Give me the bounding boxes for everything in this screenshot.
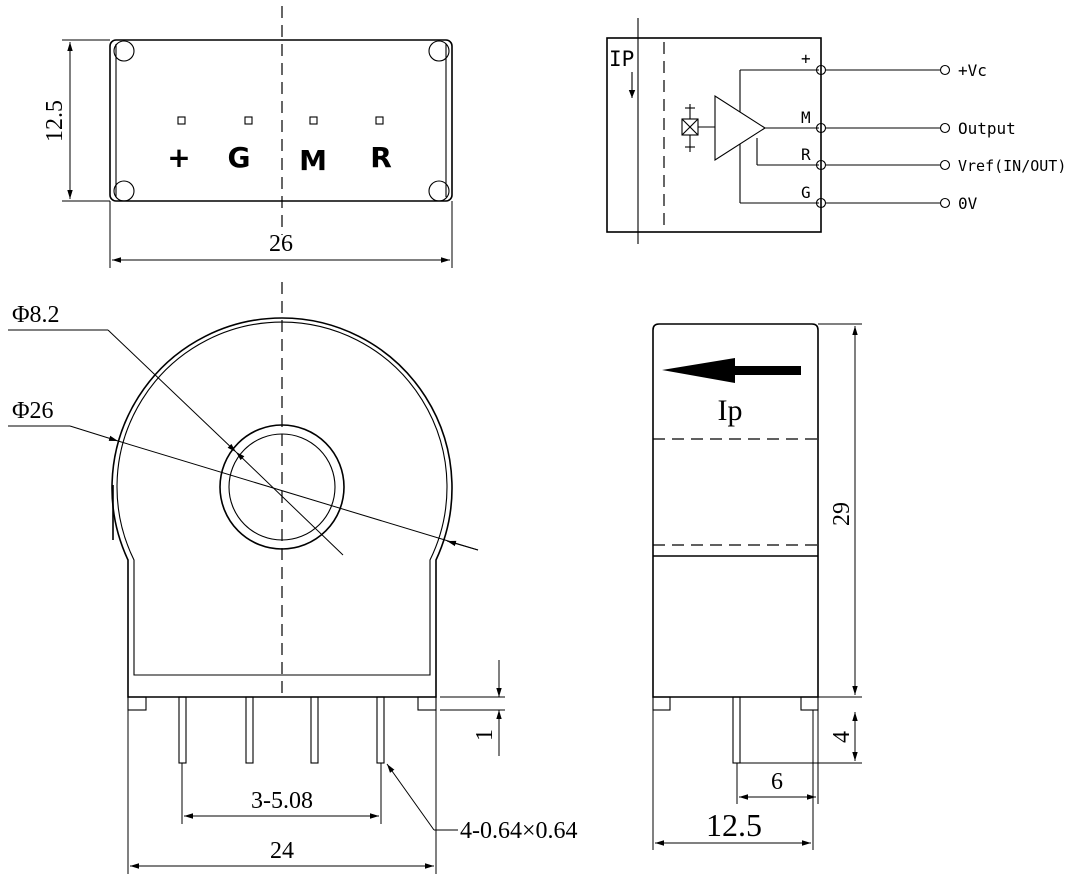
mount-hole-icon bbox=[113, 40, 135, 62]
mount-hole-icon bbox=[428, 180, 450, 202]
vc-label: +Vc bbox=[958, 61, 987, 80]
dim-side-width: 12.5 bbox=[706, 807, 762, 843]
front-view-outline bbox=[111, 317, 453, 698]
output-label: Output bbox=[958, 119, 1016, 138]
dim-standoff: 1 bbox=[472, 729, 498, 741]
output-terminal-icon bbox=[939, 64, 951, 76]
output-terminal-icon bbox=[939, 122, 951, 134]
pin-r bbox=[376, 696, 385, 764]
vref-label: Vref(IN/OUT) bbox=[958, 157, 1066, 175]
current-label: Ip bbox=[718, 394, 743, 427]
dim-front-width: 24 bbox=[270, 838, 294, 864]
side-view: Ip 29 4 6 12.5 bbox=[652, 323, 862, 850]
pin-plus-label: + bbox=[801, 49, 811, 68]
terminal-icon bbox=[815, 64, 827, 76]
pin-label-r: R bbox=[370, 141, 392, 174]
schematic-box bbox=[606, 37, 822, 233]
side-pin bbox=[732, 696, 741, 764]
pin-label-g: G bbox=[228, 141, 251, 174]
output-terminal-icon bbox=[939, 159, 951, 171]
output-terminal-icon bbox=[939, 197, 951, 209]
side-view-body bbox=[652, 323, 819, 698]
dim-pin-offset: 6 bbox=[771, 769, 783, 795]
mount-hole-icon bbox=[428, 40, 450, 62]
dim-outer-diameter: Φ26 bbox=[12, 398, 54, 424]
pin-r-label: R bbox=[801, 145, 811, 164]
terminal-icon bbox=[815, 122, 827, 134]
pin-label-plus: + bbox=[167, 141, 190, 174]
base-pad-icon bbox=[800, 696, 819, 711]
pin-square-icon bbox=[244, 116, 253, 125]
aperture-inner bbox=[228, 433, 336, 541]
dim-hole-diameter: Φ8.2 bbox=[12, 302, 60, 328]
pin-plus bbox=[178, 696, 187, 764]
schematic: IP + M R G +Vc bbox=[606, 18, 1066, 244]
current-direction-arrow-icon bbox=[662, 358, 801, 383]
top-view: + G M R 12.5 26 bbox=[42, 6, 453, 268]
pin-square-icon bbox=[177, 116, 186, 125]
pin-g-label: G bbox=[801, 183, 811, 202]
mount-hole-icon bbox=[113, 180, 135, 202]
pin-g bbox=[245, 696, 254, 764]
dim-top-height: 12.5 bbox=[42, 100, 68, 142]
dim-top-width: 26 bbox=[269, 231, 293, 257]
front-view: Φ8.2 Φ26 1 3-5.08 4-0.64×0.64 24 bbox=[8, 282, 578, 874]
base-pad-icon bbox=[652, 696, 671, 711]
dim-pin-length: 4 bbox=[829, 731, 855, 743]
pin-m-label: M bbox=[801, 108, 811, 127]
pin-square-icon bbox=[309, 116, 318, 125]
pin-m bbox=[310, 696, 319, 764]
pin-label-m: M bbox=[299, 144, 327, 177]
top-view-body bbox=[109, 39, 453, 202]
terminal-icon bbox=[815, 159, 827, 171]
dim-side-height: 29 bbox=[829, 502, 855, 526]
front-view-inner-outline bbox=[116, 321, 448, 676]
primary-label: IP bbox=[609, 47, 634, 71]
base-pad-icon bbox=[417, 696, 437, 711]
terminal-icon bbox=[815, 197, 827, 209]
dim-pin-size: 4-0.64×0.64 bbox=[460, 818, 578, 844]
dim-pin-pitch: 3-5.08 bbox=[251, 788, 313, 814]
zero-volt-label: 0V bbox=[958, 194, 978, 213]
pin-square-icon bbox=[375, 116, 384, 125]
base-pad-icon bbox=[127, 696, 147, 711]
